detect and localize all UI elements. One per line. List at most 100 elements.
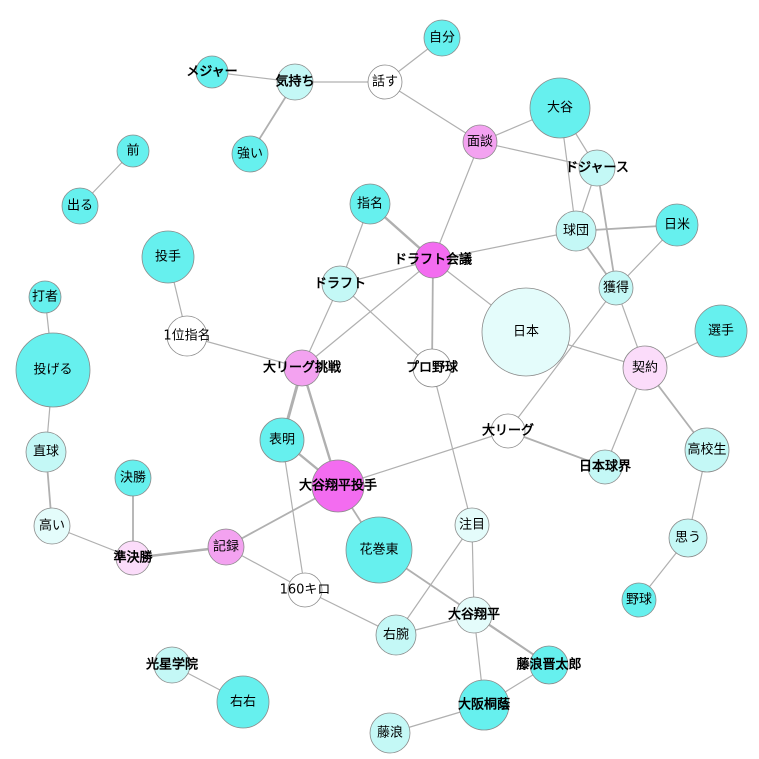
- node-label-kesshou: 決勝: [120, 471, 146, 486]
- node-ootani_shouhei: 大谷翔平: [448, 596, 500, 634]
- node-circle-major: [195, 55, 229, 89]
- node-senshu: 選手: [694, 304, 748, 358]
- node-label-pro_yakyu: プロ野球: [406, 360, 459, 376]
- node-circle-dai_league_chousen: [283, 349, 321, 387]
- node-yakyu: 野球: [621, 582, 657, 618]
- node-circle-kimochi: [276, 63, 314, 101]
- node-label-ichii_shimei: 1位指名: [163, 328, 210, 344]
- node-draft_kaigi: ドラフト会議: [394, 241, 472, 279]
- node-label-migiude: 右腕: [383, 627, 409, 643]
- node-nageru: 投げる: [15, 332, 91, 408]
- node-label-mae: 前: [126, 143, 139, 159]
- node-kiroku: 記録: [207, 528, 245, 566]
- node-kyudan: 球団: [555, 210, 597, 252]
- node-circle-fujinami_shintaro: [529, 645, 569, 685]
- node-circle-nihon: [481, 287, 571, 377]
- node-circle-senshu: [694, 304, 748, 358]
- node-circle-nichibei: [655, 203, 699, 247]
- node-circle-shimei: [349, 183, 391, 225]
- node-circle-deru: [61, 187, 99, 225]
- node-dodgers: ドジャース: [565, 149, 629, 187]
- node-circle-hanasu: [367, 64, 403, 100]
- node-label-deru: 出る: [67, 199, 93, 214]
- edge-chuumoku-migiude: [395, 524, 473, 636]
- node-label-nihon: 日本: [513, 325, 539, 340]
- node-omou: 思う: [668, 518, 708, 558]
- node-label-hanasu: 話す: [372, 74, 398, 90]
- node-kousei_gakuin: 光星学院: [145, 646, 198, 684]
- node-label-nageru: 投げる: [33, 362, 72, 378]
- node-deru: 出る: [61, 187, 99, 225]
- node-circle-nihon_kyukai: [587, 449, 623, 485]
- node-circle-draft: [321, 265, 359, 303]
- node-circle-keiyaku: [622, 345, 668, 391]
- node-dai_league: 大リーグ: [482, 413, 534, 449]
- node-circle-hyoumei: [259, 417, 305, 463]
- node-toushu: 投手: [141, 230, 195, 284]
- node-label-ootani: 大谷: [547, 101, 573, 116]
- edge-kyudan-draft_kaigi: [432, 230, 577, 261]
- node-circle-mendan: [462, 124, 498, 160]
- node-label-kakutoku: 獲得: [603, 280, 629, 296]
- node-label-chokkyu: 直球: [33, 445, 59, 460]
- node-circle-chuumoku: [454, 507, 490, 543]
- node-circle-ootani: [529, 77, 591, 139]
- node-circle-pro_yakyu: [412, 348, 452, 388]
- node-nihon_kyukai: 日本球界: [579, 449, 631, 485]
- node-circle-osaka_toin: [458, 679, 510, 731]
- node-label-dasha: 打者: [32, 290, 58, 305]
- node-circle-omou: [668, 518, 708, 558]
- node-label-toushu: 投手: [155, 249, 181, 265]
- node-label-koukousei: 高校生: [687, 442, 726, 458]
- node-circle-ichii_shimei: [166, 315, 208, 357]
- node-label-shimei: 指名: [357, 196, 383, 212]
- node-koukousei: 高校生: [684, 427, 730, 473]
- node-circle-junkesshou: [115, 540, 151, 576]
- node-label-hanamaki_higashi: 花巻東: [359, 542, 398, 558]
- node-nichibei: 日米: [655, 203, 699, 247]
- node-kesshou: 決勝: [114, 459, 152, 497]
- node-kmh160: 160キロ: [280, 572, 330, 608]
- node-migiude: 右腕: [375, 614, 417, 656]
- node-hyoumei: 表明: [259, 417, 305, 463]
- node-nihon: 日本: [481, 287, 571, 377]
- node-circle-fujinami: [369, 712, 411, 754]
- node-label-kyudan: 球団: [563, 224, 589, 239]
- node-label-kousei_gakuin: 光星学院: [145, 657, 198, 673]
- node-dai_league_chousen: 大リーグ挑戦: [263, 349, 342, 387]
- node-label-fujinami: 藤浪: [377, 726, 403, 741]
- node-circle-ootani_shouhei: [455, 596, 493, 634]
- node-circle-tsuyoi: [231, 135, 269, 173]
- node-tsuyoi: 強い: [231, 135, 269, 173]
- edge-mendan-draft_kaigi: [432, 141, 481, 261]
- node-circle-nageru: [15, 332, 91, 408]
- node-label-omou: 思う: [675, 531, 701, 546]
- node-label-migimigi: 右右: [230, 695, 256, 710]
- node-circle-draft_kaigi: [414, 241, 452, 279]
- node-label-senshu: 選手: [708, 324, 734, 339]
- node-mendan: 面談: [462, 124, 498, 160]
- node-circle-kyudan: [555, 210, 597, 252]
- node-label-ootani_shouhei_toushu: 大谷翔平投手: [299, 478, 377, 494]
- node-fujinami_shintaro: 藤浪晋太郎: [516, 645, 582, 685]
- node-circle-yakyu: [621, 582, 657, 618]
- node-circle-toushu: [141, 230, 195, 284]
- node-osaka_toin: 大阪桐蔭: [458, 679, 511, 731]
- node-label-dai_league: 大リーグ: [482, 423, 534, 439]
- edge-hyoumei-kmh160: [281, 439, 306, 591]
- node-circle-kakutoku: [598, 270, 634, 306]
- node-label-fujinami_shintaro: 藤浪晋太郎: [516, 657, 581, 673]
- node-draft: ドラフト: [314, 265, 366, 303]
- node-circle-dodgers: [578, 149, 616, 187]
- node-circle-kousei_gakuin: [153, 646, 191, 684]
- node-chokkyu: 直球: [25, 431, 67, 473]
- node-circle-chokkyu: [25, 431, 67, 473]
- edge-kakutoku-dai_league: [507, 287, 617, 432]
- node-label-junkesshou: 準決勝: [113, 550, 153, 566]
- node-label-osaka_toin: 大阪桐蔭: [458, 697, 511, 713]
- node-circle-migimigi: [216, 675, 270, 729]
- node-label-yakyu: 野球: [626, 593, 652, 608]
- node-circle-mae: [116, 134, 150, 168]
- node-circle-jibun: [423, 19, 461, 57]
